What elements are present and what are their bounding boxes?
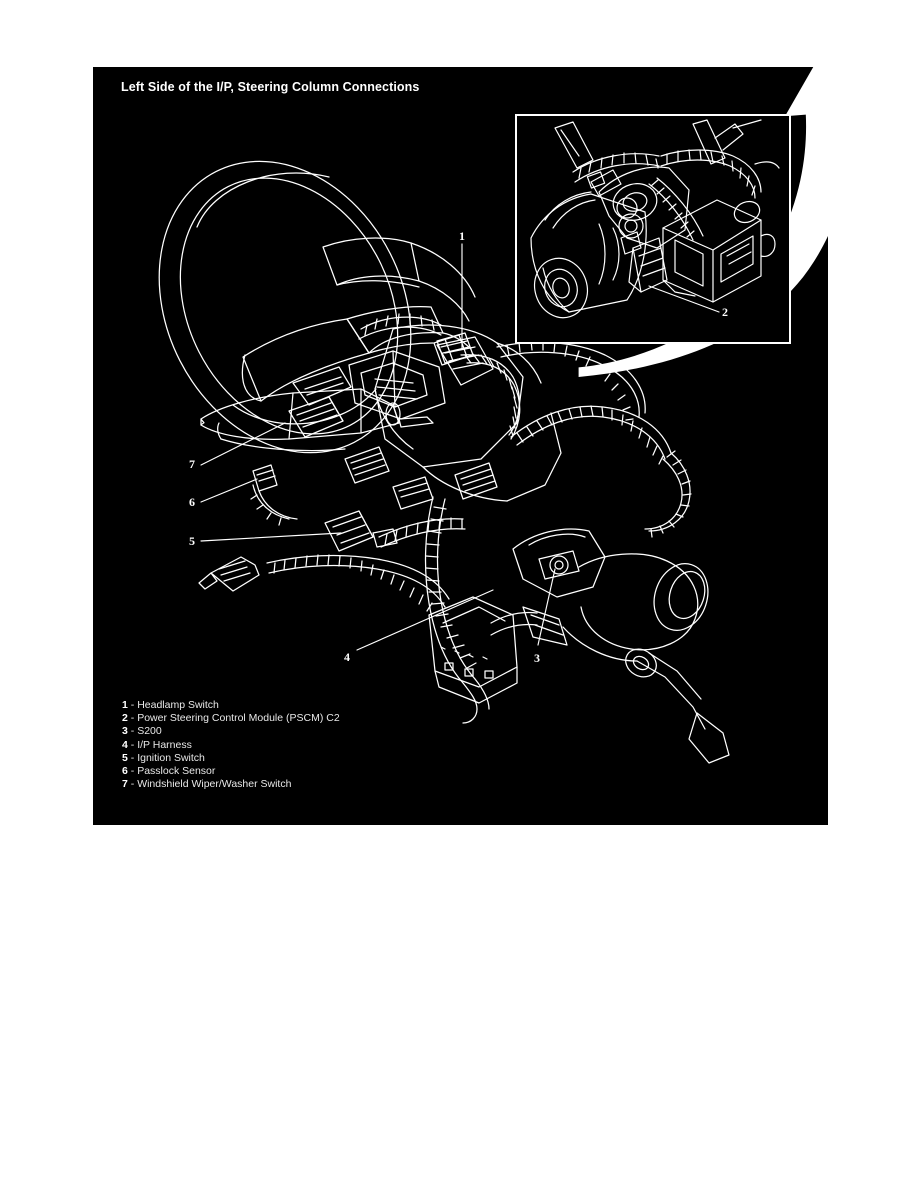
inset-conduit-right [660, 149, 762, 199]
legend-item: 2 - Power Steering Control Module (PSCM)… [122, 712, 340, 725]
legend-separator: - [130, 725, 135, 738]
callout-5: 5 [189, 534, 195, 548]
steering-wheel-spokes [241, 237, 476, 402]
pscm-c2-connector [628, 237, 668, 293]
legend-label: Headlamp Switch [137, 699, 219, 711]
gear-housing [586, 166, 690, 249]
legend-separator: - [130, 778, 135, 791]
callout-3: 3 [534, 651, 540, 665]
callout-2: 2 [722, 305, 728, 319]
legend-number: 2 [122, 712, 128, 725]
passlock-sensor [250, 464, 298, 526]
figure-panel: Left Side of the I/P, Steering Column Co… [93, 67, 828, 825]
legend-number: 6 [122, 765, 128, 778]
callout-1: 1 [459, 229, 465, 243]
motor-barrel [530, 191, 647, 319]
harness-conduit-left-lower [266, 554, 450, 612]
legend-item: 1 - Headlamp Switch [122, 699, 340, 712]
legend-separator: - [130, 738, 135, 751]
multifunction-lever [200, 388, 434, 452]
legend-number: 4 [122, 738, 128, 751]
harness-conduit-center-vertical [424, 496, 490, 724]
legend-item: 7 - Windshield Wiper/Washer Switch [122, 778, 340, 791]
legend-item: 4 - I/P Harness [122, 739, 340, 752]
steering-column-shroud [374, 324, 562, 502]
legend-item: 3 - S200 [122, 725, 340, 738]
legend-label: Ignition Switch [137, 751, 205, 764]
legend-separator: - [130, 712, 135, 725]
inset-detail-box: 2 [515, 114, 791, 344]
wiper-washer-switch [288, 396, 344, 438]
mounting-bracket [428, 596, 518, 704]
inset-callout-leader [648, 285, 720, 313]
lock-cylinder [198, 556, 260, 592]
inset-brackets [598, 197, 696, 297]
pscm-detail-line-drawing [530, 119, 780, 319]
callout-7: 7 [189, 457, 195, 471]
harness-conduit-diagonal [378, 517, 466, 548]
switch-assembly [292, 336, 494, 420]
legend-item: 5 - Ignition Switch [122, 752, 340, 765]
harness-loop-top [358, 313, 442, 340]
legend-number: 1 [122, 699, 128, 711]
harness-conduit-far-right [644, 450, 692, 538]
harness-conduit-right [510, 405, 672, 465]
steering-wheel-rim [158, 160, 412, 454]
legend-label: Passlock Sensor [137, 765, 216, 778]
center-connectors [344, 446, 498, 510]
callout-leader-lines [200, 243, 556, 651]
legend-label: S200 [137, 725, 162, 738]
figure-title: Left Side of the I/P, Steering Column Co… [121, 80, 420, 94]
legend-label: Windshield Wiper/Washer Switch [137, 778, 292, 791]
pscm-module [662, 199, 776, 303]
inset-conduit-diagonal [648, 177, 704, 241]
harness-conduit-upper [460, 353, 521, 440]
legend-number: 5 [122, 751, 128, 764]
callout-6: 6 [189, 495, 195, 509]
legend-separator: - [130, 699, 135, 711]
legend-label: I/P Harness [137, 738, 192, 751]
intermediate-shaft [490, 606, 568, 646]
ignition-switch [324, 510, 398, 552]
ground-point-s200 [512, 528, 606, 598]
legend-number: 7 [122, 778, 128, 791]
legend: 1 - Headlamp Switch 2 - Power Steering C… [122, 699, 340, 791]
inset-conduit-left [572, 152, 660, 183]
legend-separator: - [130, 765, 135, 778]
legend-separator: - [130, 751, 135, 764]
legend-item: 6 - Passlock Sensor [122, 765, 340, 778]
legend-label: Power Steering Control Module (PSCM) C2 [137, 712, 340, 725]
steering-gear-body [562, 553, 730, 764]
inset-shafts [554, 119, 780, 169]
legend-number: 3 [122, 725, 128, 738]
callout-4: 4 [344, 650, 350, 664]
